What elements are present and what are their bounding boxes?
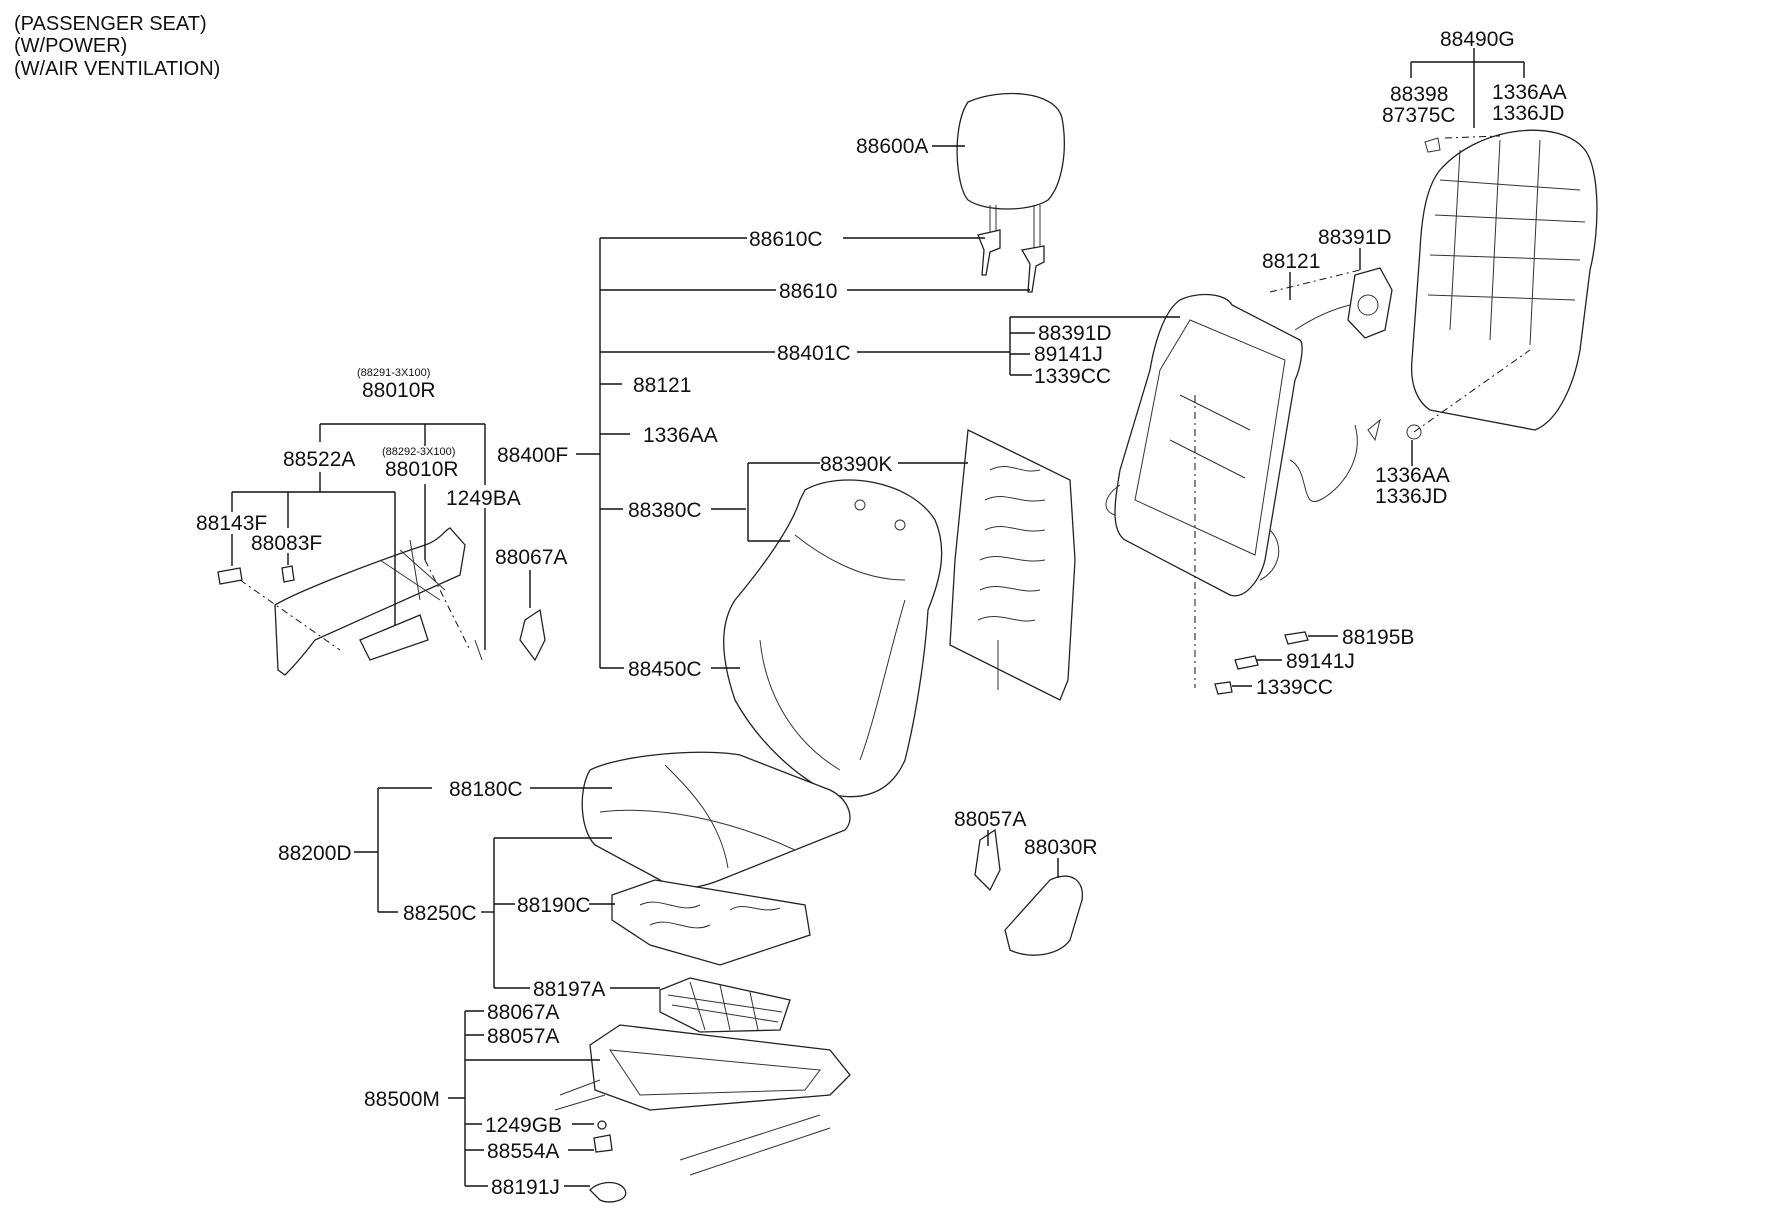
label-88391D-top: 88391D — [1318, 226, 1392, 249]
back-board-drawing — [1406, 129, 1598, 440]
cushion-frame-drawing — [554, 1024, 851, 1203]
label-88450C: 88450C — [628, 658, 702, 681]
label-88191J: 88191J — [491, 1176, 560, 1199]
label-88398: 88398 — [1390, 83, 1448, 106]
label-87375C: 87375C — [1382, 104, 1456, 127]
label-88143F: 88143F — [196, 512, 267, 535]
label-88380C: 88380C — [628, 499, 702, 522]
label-88400F: 88400F — [497, 444, 568, 467]
label-89141J: 89141J — [1286, 650, 1355, 673]
label-88200D: 88200D — [278, 842, 352, 865]
label-1336AA-mid: 1336AA — [643, 424, 718, 447]
blower-mat-drawing — [659, 977, 791, 1033]
label-88057A: 88057A — [487, 1025, 559, 1048]
label-88010R-a: 88010R — [362, 379, 436, 402]
label-88180C: 88180C — [449, 778, 523, 801]
seatback-cover-drawing — [723, 479, 943, 798]
label-88067A: 88067A — [487, 1001, 559, 1024]
label-88490G: 88490G — [1440, 28, 1515, 51]
label-1249BA: 1249BA — [446, 487, 521, 510]
label-88291-note: (88291-3X100) — [357, 367, 430, 379]
label-88500M: 88500M — [364, 1088, 440, 1111]
label-1249GB: 1249GB — [485, 1114, 562, 1137]
cushion-cover-drawing — [581, 751, 851, 889]
headrest-drawing — [956, 92, 1065, 293]
label-88197A: 88197A — [533, 978, 605, 1001]
part-labels: 88490G 88398 87375C 1336AA 1336JD 88600A… — [196, 28, 1567, 1199]
label-88010R-b: 88010R — [385, 458, 459, 481]
label-88391D: 88391D — [1038, 322, 1112, 345]
label-88121-mid: 88121 — [633, 374, 691, 397]
label-88067A-left: 88067A — [495, 546, 567, 569]
label-1336JD-top: 1336JD — [1492, 102, 1564, 125]
label-88401C: 88401C — [777, 342, 851, 365]
back-ventilation-mat-drawing — [949, 429, 1076, 701]
label-1339CC-top: 1339CC — [1034, 365, 1111, 388]
label-88250C: 88250C — [403, 902, 477, 925]
header-w-power: (W/POWER) — [14, 35, 127, 57]
recliner-motor-drawing — [1294, 267, 1393, 339]
label-1336AA-right: 1336AA — [1375, 464, 1450, 487]
label-88600A: 88600A — [856, 135, 928, 158]
label-88030R: 88030R — [1024, 836, 1098, 859]
small-parts-drawing — [519, 608, 1309, 1153]
label-1339CC: 1339CC — [1256, 676, 1333, 699]
wiring-harness-drawing — [1289, 418, 1381, 503]
header-w-air-ventilation: (W/AIR VENTILATION) — [14, 58, 220, 80]
label-88610C: 88610C — [749, 228, 823, 251]
seatback-frame-drawing — [1105, 293, 1303, 597]
label-88057A-mid: 88057A — [954, 808, 1026, 831]
header-passenger-seat: (PASSENGER SEAT) — [14, 13, 207, 35]
label-88083F: 88083F — [251, 532, 322, 555]
label-1336AA-top: 1336AA — [1492, 81, 1567, 104]
label-88522A: 88522A — [283, 448, 355, 471]
side-shield-drawing — [217, 527, 483, 676]
label-88610: 88610 — [779, 280, 837, 303]
label-88292-note: (88292-3X100) — [382, 446, 455, 458]
label-88190C: 88190C — [517, 894, 591, 917]
label-89141J-top: 89141J — [1034, 343, 1103, 366]
label-88121-top: 88121 — [1262, 250, 1320, 273]
label-1336JD-right: 1336JD — [1375, 485, 1447, 508]
label-88195B: 88195B — [1342, 626, 1414, 649]
dashed-guide-lines — [239, 135, 1531, 688]
cushion-ventilation-pad-drawing — [611, 879, 811, 966]
label-88390K: 88390K — [820, 453, 892, 476]
label-88554A: 88554A — [487, 1140, 559, 1163]
leader-lines — [231, 48, 1525, 1187]
